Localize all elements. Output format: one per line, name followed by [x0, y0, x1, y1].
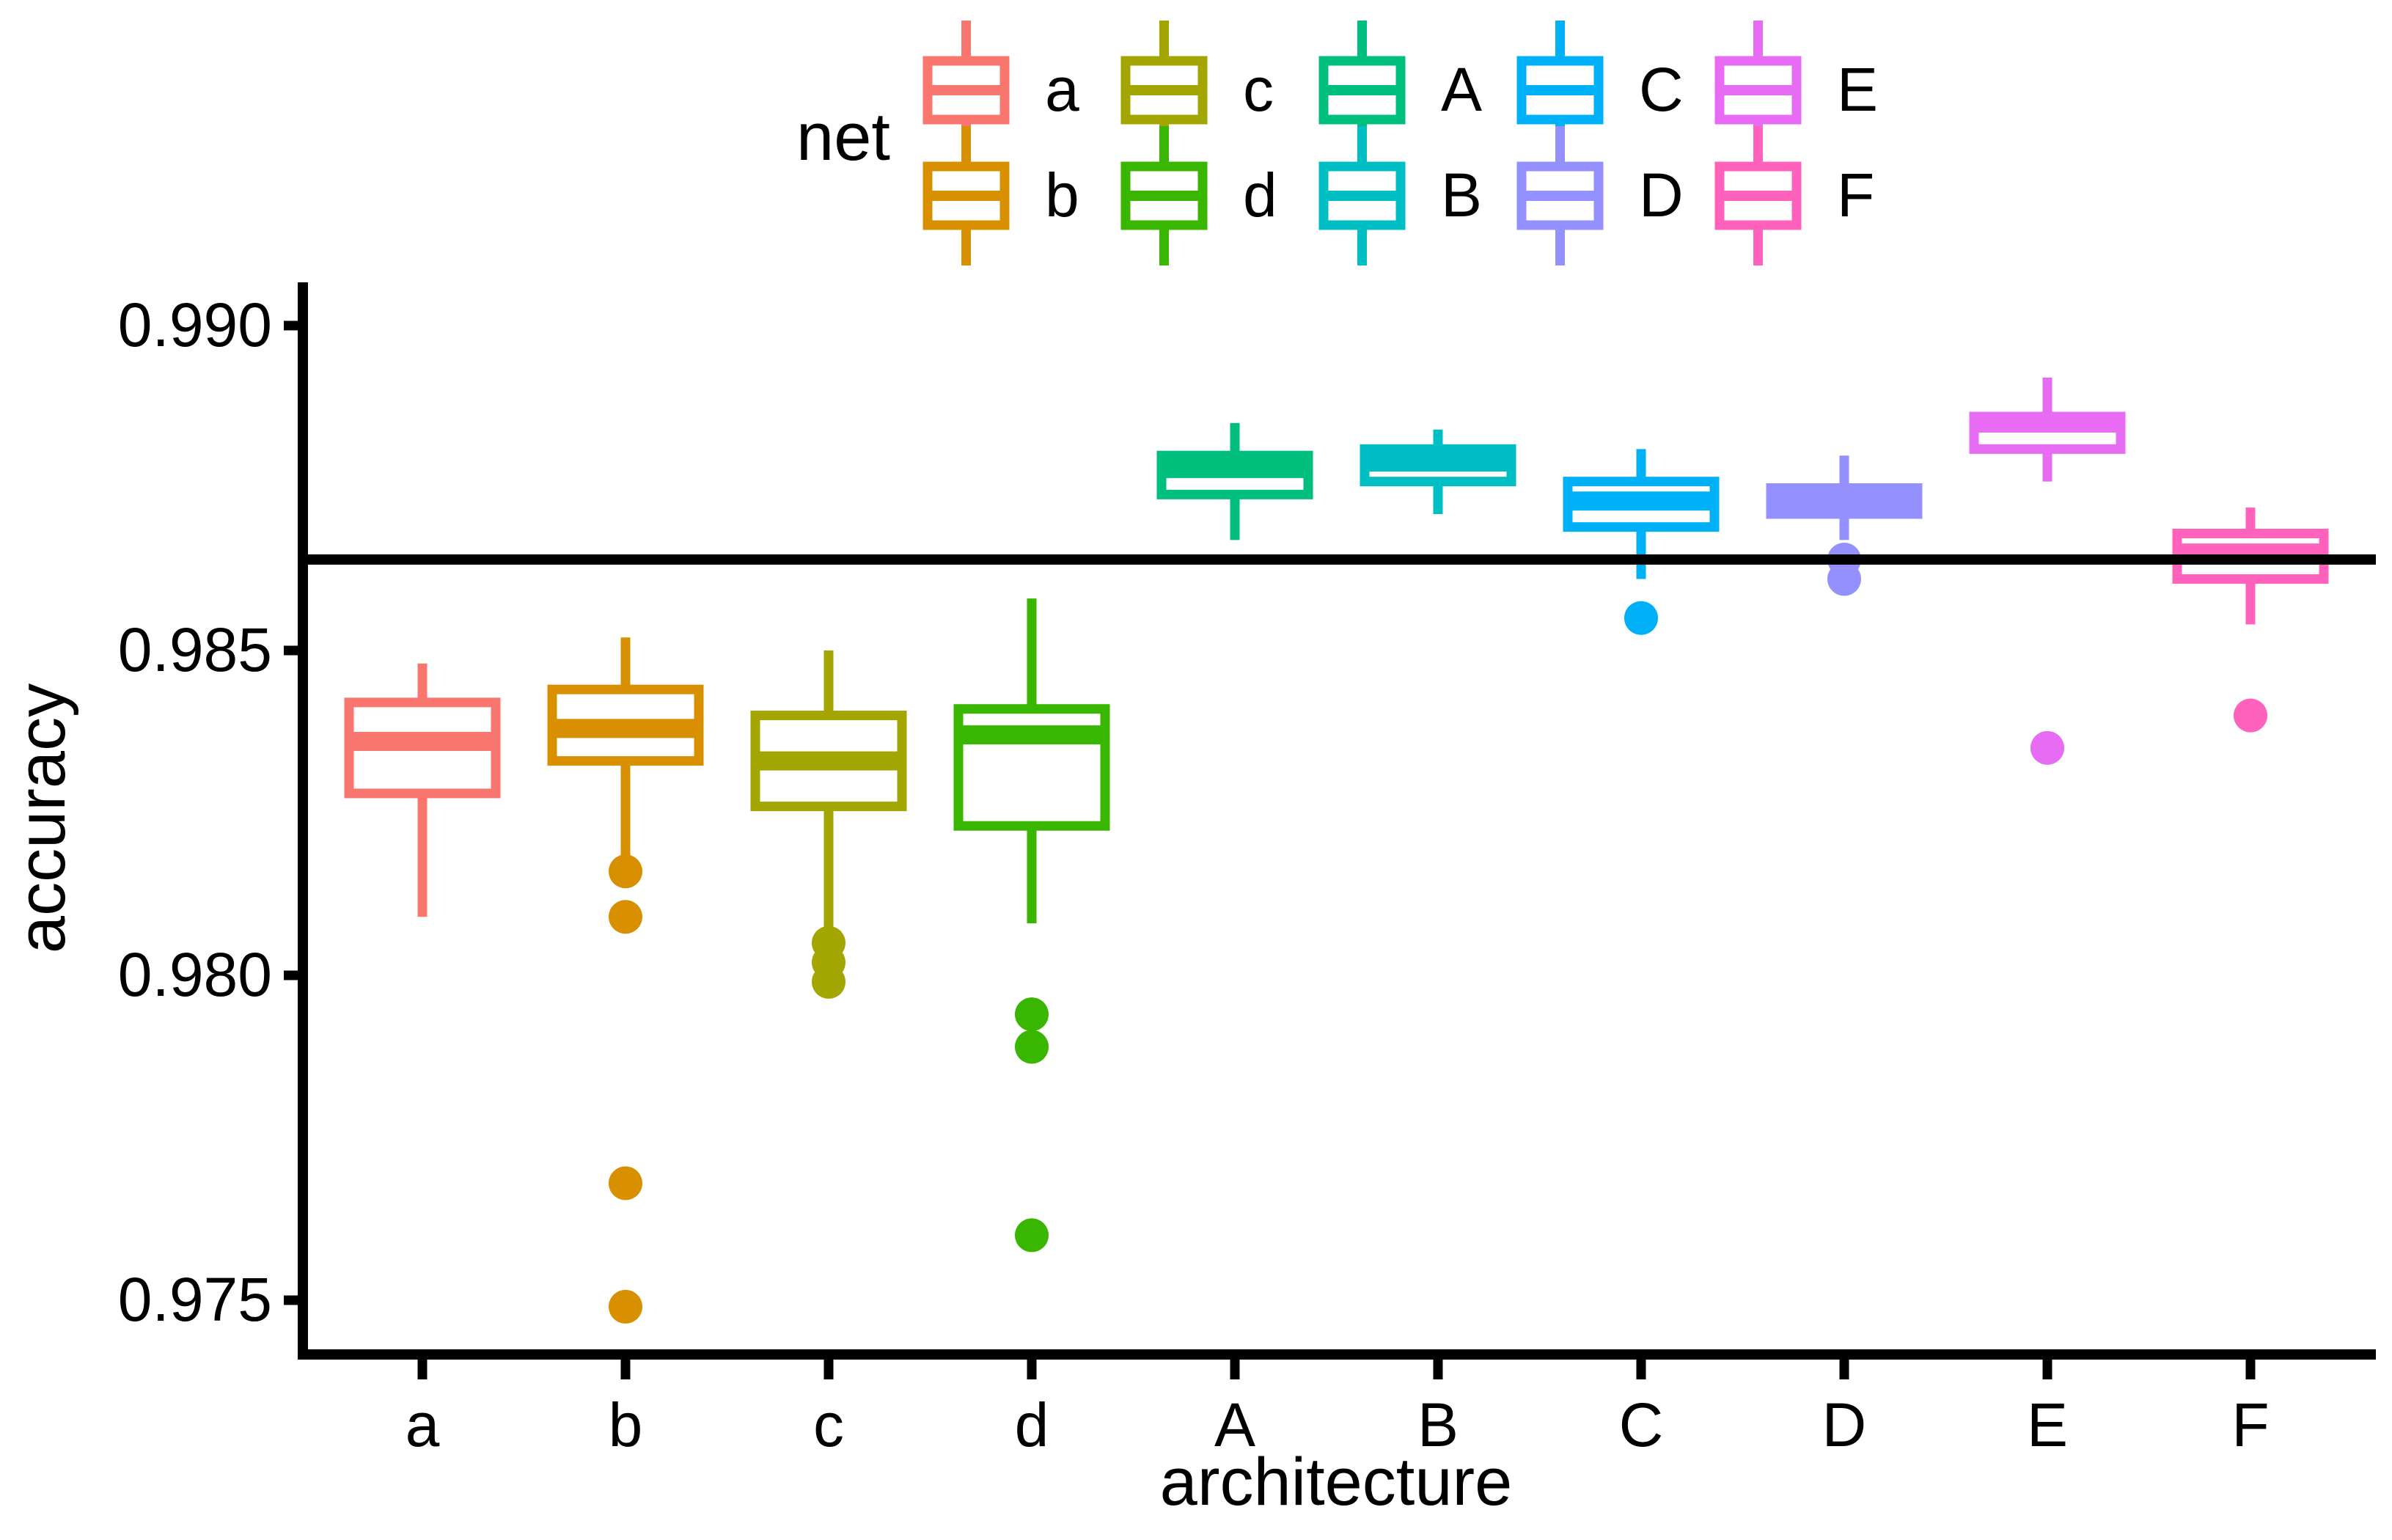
legend: ab cd AB CD EF — [922, 21, 1878, 265]
outlier-D-1 — [1827, 562, 1861, 596]
outlier-E-0 — [2030, 730, 2064, 765]
legend-label-d: d — [1243, 161, 1277, 230]
outlier-c-2 — [812, 964, 845, 999]
boxplot-B — [1360, 429, 1516, 514]
legend-item-a: a — [922, 21, 1079, 160]
x-tick-label-5: B — [1417, 1390, 1459, 1459]
legend-item-D: D — [1516, 126, 1684, 265]
x-tick-label-9: F — [2231, 1390, 2269, 1459]
x-tick-label-3: d — [1015, 1390, 1049, 1459]
legend-label-b: b — [1045, 161, 1079, 230]
legend-label-E: E — [1837, 55, 1878, 124]
legend-label-c: c — [1243, 55, 1274, 124]
legend-label-A: A — [1441, 55, 1482, 124]
outlier-b-3 — [609, 1289, 642, 1324]
x-tick-label-2: c — [813, 1390, 844, 1459]
outlier-C-0 — [1624, 601, 1658, 635]
boxplot-D — [1766, 455, 1923, 596]
legend-label-D: D — [1639, 161, 1684, 230]
x-axis-title: architecture — [1160, 1445, 1513, 1519]
outlier-d-0 — [1015, 997, 1049, 1032]
outlier-b-0 — [609, 854, 642, 889]
legend-item-E: E — [1714, 21, 1878, 160]
x-tick-label-6: C — [1619, 1390, 1664, 1459]
legend-label-a: a — [1045, 55, 1079, 124]
boxplot-A — [1156, 422, 1313, 540]
legend-label-B: B — [1441, 161, 1482, 230]
legend-item-c: c — [1120, 21, 1274, 160]
legend-item-B: B — [1318, 126, 1482, 265]
x-tick-label-1: b — [609, 1390, 643, 1459]
legend-item-F: F — [1714, 126, 1874, 265]
boxplot-F — [2172, 507, 2329, 733]
y-axis-title: accuracy — [4, 683, 79, 953]
outlier-d-2 — [1015, 1218, 1049, 1253]
y-tick-label-2: 0.985 — [118, 615, 272, 684]
boxplot-a — [344, 663, 501, 917]
boxplot-C — [1563, 449, 1720, 635]
legend-label-C: C — [1639, 55, 1684, 124]
y-tick-label-3: 0.990 — [118, 290, 272, 359]
outlier-d-1 — [1015, 1030, 1049, 1064]
legend-title: net — [796, 100, 890, 175]
legend-item-d: d — [1120, 126, 1277, 265]
outlier-b-1 — [609, 900, 642, 934]
legend-label-F: F — [1837, 161, 1874, 230]
x-tick-label-8: E — [2027, 1390, 2068, 1459]
boxplot-d — [953, 598, 1110, 1253]
boxplot-marks — [344, 377, 2329, 1324]
x-tick-label-7: D — [1822, 1390, 1867, 1459]
legend-item-A: A — [1318, 21, 1482, 160]
axes: 0.975 0.980 0.985 0.990 a b c d A B C D E F — [118, 282, 2376, 1459]
boxplot-b — [547, 637, 704, 1324]
y-tick-label-1: 0.980 — [118, 940, 272, 1009]
y-tick-label-0: 0.975 — [118, 1265, 272, 1334]
outlier-b-2 — [609, 1166, 642, 1200]
boxplot-c — [750, 650, 907, 999]
legend-item-b: b — [922, 126, 1079, 265]
legend-item-C: C — [1516, 21, 1684, 160]
boxplot-E — [1969, 377, 2126, 765]
x-tick-label-4: A — [1214, 1390, 1255, 1459]
outlier-F-0 — [2234, 698, 2267, 733]
x-tick-label-0: a — [406, 1390, 440, 1459]
